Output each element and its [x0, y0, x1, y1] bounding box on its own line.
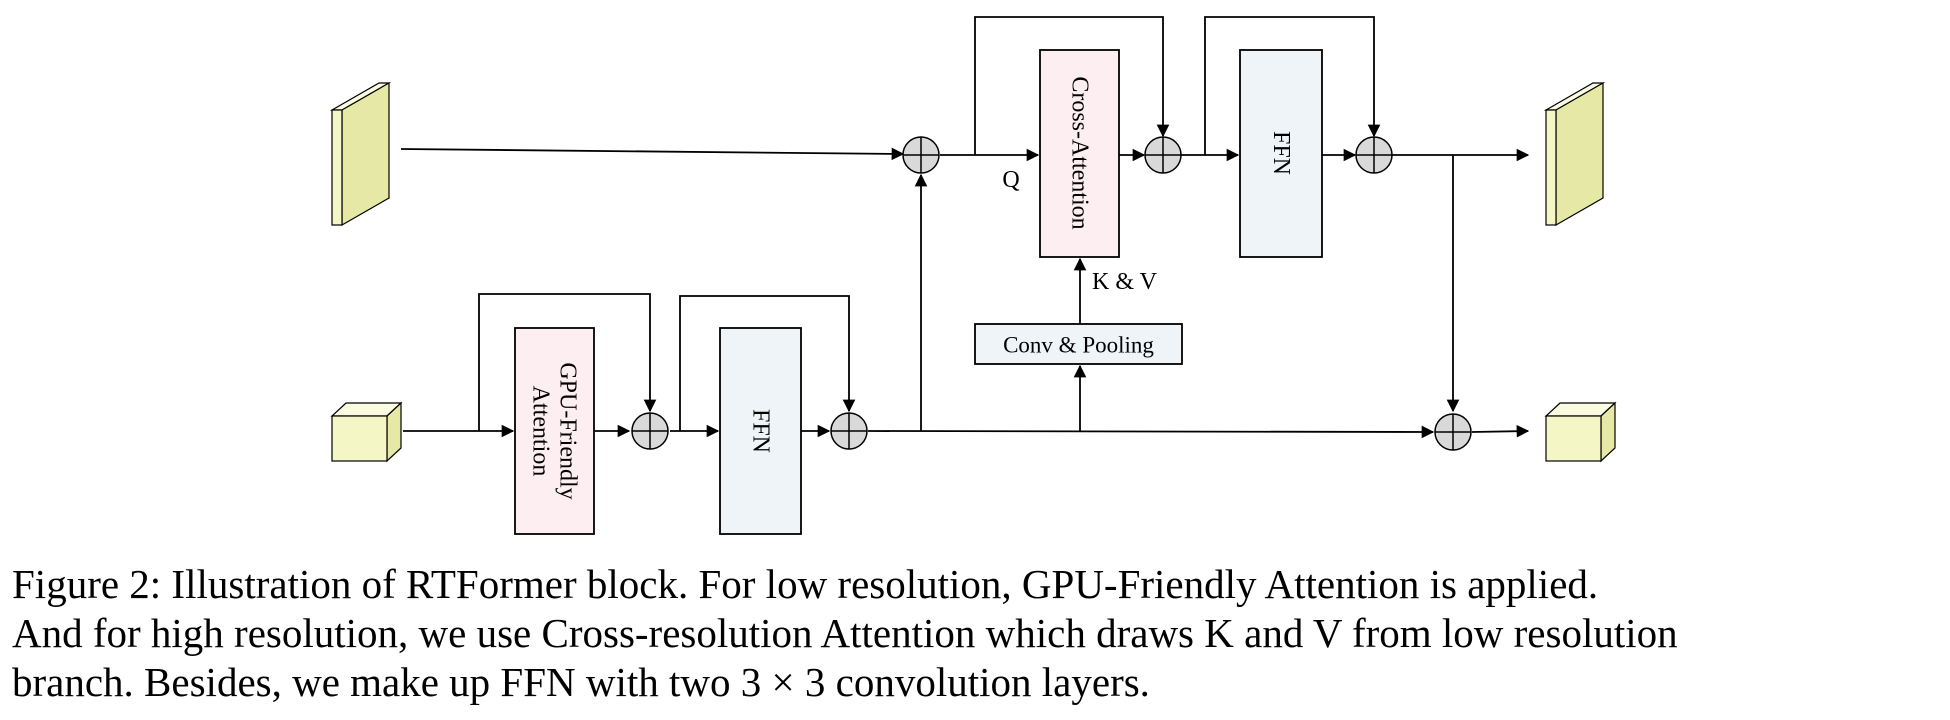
add-node-low-1: [631, 412, 669, 450]
edge-low-to-fusion: [867, 425, 1435, 439]
conv-pooling-block: Conv & Pooling: [974, 323, 1183, 365]
ffn-low-label: FFN: [748, 409, 774, 453]
gpu-friendly-attention-block: GPU-Friendly Attention: [514, 327, 595, 535]
add-node-fusion: [1434, 413, 1472, 451]
ffn-low-block: FFN: [719, 327, 802, 535]
high-res-input-feature: [329, 81, 392, 227]
block-box: [974, 323, 1183, 365]
high-res-output-feature: [1543, 81, 1606, 227]
gpu-attention-label-line2: Attention: [528, 386, 554, 477]
plus-icon: [632, 413, 668, 449]
caption-line-2: And for high resolution, we use Cross-re…: [12, 610, 1678, 656]
plus-icon: [903, 137, 939, 173]
figure-caption: Figure 2: Illustration of RTFormer block…: [12, 560, 1942, 707]
plus-icon: [1356, 137, 1392, 173]
cross-attention-block: Cross-Attention: [1039, 49, 1120, 258]
q-label: Q: [1002, 167, 1019, 193]
caption-line-1: Figure 2: Illustration of RTFormer block…: [12, 561, 1599, 607]
feature-front-face: [1545, 109, 1557, 226]
feature-front-face: [1545, 415, 1602, 462]
ffn-high-label: FFN: [1268, 131, 1294, 175]
cross-attention-label: Cross-Attention: [1067, 76, 1093, 229]
low-res-input-feature: [330, 401, 403, 463]
edge-fusion-to-low-output: [1471, 424, 1530, 438]
edge-skip-to-add-low1: [478, 293, 657, 431]
plus-icon: [1145, 137, 1181, 173]
rtformer-diagram: Cross-Attention FFN Conv & Pooling GPU-F…: [329, 16, 1617, 535]
ffn-high-block: FFN: [1239, 49, 1323, 258]
add-node-low-2: [830, 412, 868, 450]
edge-skip-to-add-low2: [679, 295, 856, 431]
feature-front-face: [331, 415, 388, 462]
edge-skip-to-add2: [974, 16, 1170, 155]
plus-icon: [831, 413, 867, 449]
edge-skip-to-add3: [1204, 16, 1381, 155]
edge-input-to-add1: [400, 147, 905, 161]
block-box: [1239, 49, 1323, 258]
low-res-output-feature: [1544, 401, 1617, 463]
conv-pooling-label: Conv & Pooling: [1003, 333, 1154, 358]
block-box: [1039, 49, 1120, 258]
plus-icon: [1435, 414, 1471, 450]
add-node-high-1: [902, 136, 940, 174]
add-node-high-3: [1355, 136, 1393, 174]
feature-front-face: [331, 109, 343, 226]
block-box: [514, 327, 595, 535]
gpu-attention-label-line1: GPU-Friendly: [555, 362, 581, 499]
kv-label: K & V: [1092, 269, 1158, 295]
caption-line-3: branch. Besides, we make up FFN with two…: [12, 659, 1150, 705]
add-node-high-2: [1144, 136, 1182, 174]
